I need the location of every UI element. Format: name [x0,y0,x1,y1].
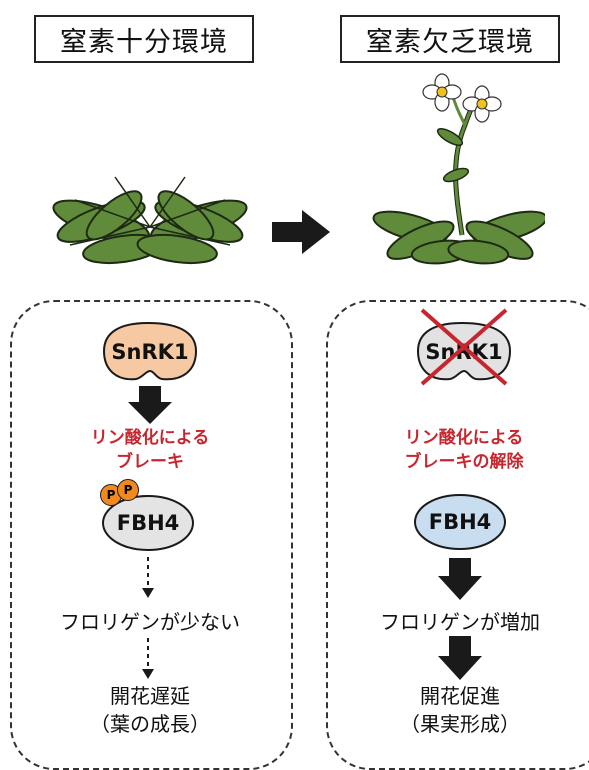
phospho-group-1-icon: P [100,484,122,506]
right-fbh4-label: FBH4 [428,510,492,534]
transition-arrow-icon [272,210,330,254]
left-outcome-text: 開花遅延 （葉の成長） [20,682,280,738]
right-activation-arrow-1-icon [438,558,482,600]
left-outcome-line1: 開花遅延 [110,684,190,708]
right-brake-release-text: リン酸化による ブレーキの解除 [364,426,564,474]
left-dashed-arrow-2-icon [142,638,154,679]
flowering-plant-illustration [372,73,545,265]
left-title: 窒素十分環境 [60,26,228,58]
rosette-plant-illustration [52,176,248,265]
right-outcome-line2: （果実形成） [400,712,520,736]
right-outcome-line1: 開花促進 [420,684,500,708]
phospho-group-2-icon: P [117,479,139,501]
left-dashed-arrow-1-icon [142,557,154,598]
right-outcome-text: 開花促進 （果実形成） [330,682,589,738]
left-outcome-line2: （葉の成長） [90,712,210,736]
left-florigen-text: フロリゲンが少ない [60,610,240,634]
right-title-box: 窒素欠乏環境 [340,15,560,63]
right-fbh4-protein: FBH4 [413,493,507,551]
right-activation-arrow-2-icon [438,636,482,680]
left-fbh4-protein: FBH4 [101,494,195,552]
left-inhibition-arrow-icon [128,386,172,424]
left-brake-line2: ブレーキ [116,452,184,472]
left-brake-text: リン酸化による ブレーキ [50,426,250,474]
left-snrk1-protein: SnRK1 [98,321,202,383]
left-brake-line1: リン酸化による [90,428,210,448]
right-brake-line1: リン酸化による [404,428,524,448]
right-florigen-text: フロリゲンが増加 [380,610,540,634]
left-snrk1-label: SnRK1 [111,340,189,364]
right-snrk1-label: SnRK1 [425,340,503,364]
right-brake-line2: ブレーキの解除 [404,452,524,472]
left-title-box: 窒素十分環境 [34,15,254,63]
right-title: 窒素欠乏環境 [366,26,534,58]
left-fbh4-label: FBH4 [116,511,180,535]
inactivation-cross-icon [420,308,508,386]
